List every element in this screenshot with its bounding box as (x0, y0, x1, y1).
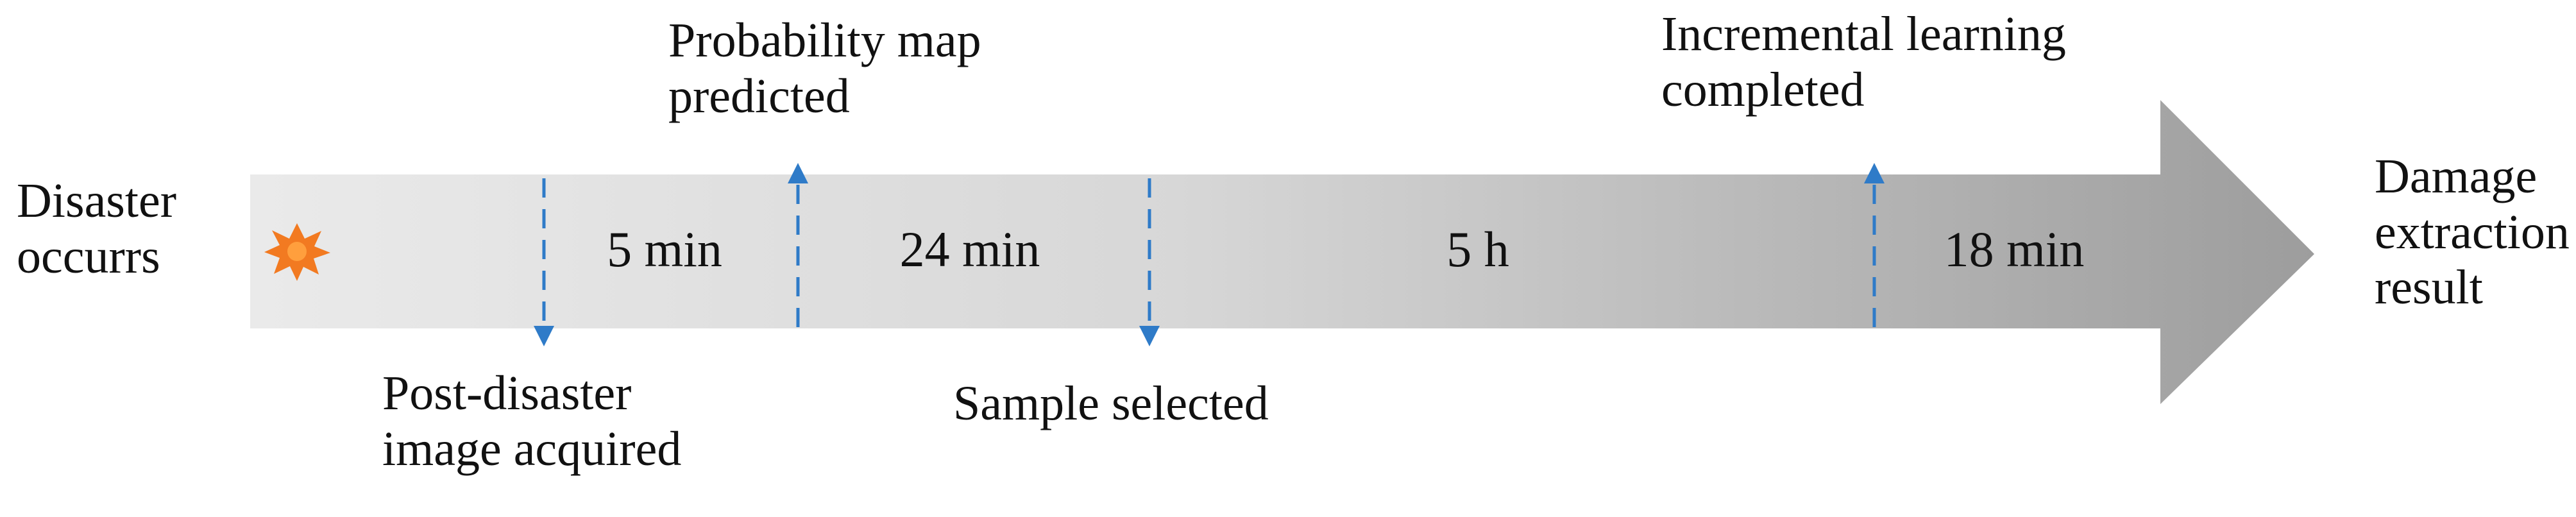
sample-selected-event-label: Sample selected (953, 376, 1269, 432)
event-marker-probability-map (788, 163, 808, 327)
incremental-learning-label-line-1: Incremental learning (1661, 7, 2066, 61)
post-disaster-label-line-2: image acquired (382, 421, 682, 476)
timeline-arrow (250, 100, 2314, 404)
end-label-line-1: Damage (2375, 149, 2538, 203)
explosion-burst-icon (264, 223, 330, 281)
end-label: Damage extraction result (2375, 149, 2570, 316)
post-disaster-event-label: Post-disaster image acquired (382, 366, 681, 477)
start-label-line-1: Disaster (17, 174, 177, 228)
event-marker-sample-selected (1139, 178, 1160, 346)
probability-map-event-label: Probability map predicted (668, 13, 981, 124)
end-label-line-3: result (2375, 260, 2483, 315)
probability-map-label-line-1: Probability map (668, 13, 981, 67)
start-label: Disaster occurrs (17, 173, 176, 284)
duration-segment-4: 18 min (1944, 221, 2085, 277)
duration-segment-3: 5 h (1446, 221, 1509, 277)
incremental-learning-event-label: Incremental learning completed (1661, 6, 2066, 117)
incremental-learning-label-line-2: completed (1661, 62, 1865, 117)
duration-segment-2: 24 min (899, 221, 1040, 277)
end-label-line-2: extraction (2375, 205, 2570, 259)
event-marker-incremental-learning (1864, 163, 1885, 327)
probability-map-label-line-2: predicted (668, 69, 850, 123)
duration-segment-1: 5 min (607, 221, 722, 277)
event-marker-post-disaster (534, 178, 554, 346)
sample-selected-label-line-1: Sample selected (953, 377, 1269, 430)
post-disaster-label-line-1: Post-disaster (382, 366, 632, 420)
start-label-line-2: occurrs (17, 229, 160, 284)
